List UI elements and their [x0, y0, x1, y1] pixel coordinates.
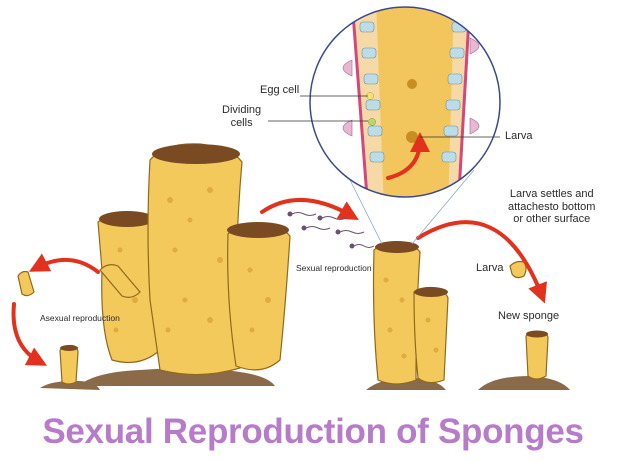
- sperm-group: [287, 211, 375, 249]
- larva-icon: [509, 260, 527, 279]
- sponge-middle-small: [413, 286, 449, 384]
- middle-pores: [383, 277, 439, 359]
- new-sponge: [525, 330, 549, 380]
- label-asexual-reproduction: Asexual reproduction: [40, 313, 120, 323]
- label-larva-inset: Larva: [505, 130, 533, 142]
- zoom-line-right: [411, 169, 475, 245]
- sponge-middle-large: [372, 241, 421, 385]
- arrow-asexual-bottom: [11, 302, 48, 366]
- seabed-main: [78, 368, 275, 386]
- sponge-pores: [113, 187, 271, 333]
- arrow-larva-settles: [416, 220, 547, 304]
- label-egg-cell: Egg cell: [260, 84, 300, 96]
- seabed-left: [40, 380, 100, 390]
- label-larva: Larva: [476, 262, 504, 274]
- zoom-line-left: [349, 179, 383, 245]
- sponge-side-bud: [99, 264, 141, 298]
- label-dividing-cells: Dividing cells: [222, 104, 262, 129]
- inset-circle-outline: [309, 6, 501, 198]
- page-title: Sexual Reproduction of Sponges: [42, 412, 584, 451]
- label-sexual-reproduction: Sexual reproduction: [296, 263, 372, 273]
- label-larva-settles: Larva settles and attachesto bottom or o…: [508, 188, 596, 226]
- asexual-bud-settled: [59, 344, 79, 385]
- seabed-right: [478, 376, 570, 390]
- arrow-sperm-release: [260, 197, 359, 220]
- label-new-sponge: New sponge: [498, 310, 560, 322]
- arrow-asexual-top: [28, 253, 100, 274]
- magnified-wall-inset: [310, 7, 500, 197]
- asexual-bud-floating: [17, 270, 35, 297]
- sponge-tube-right: [227, 222, 291, 371]
